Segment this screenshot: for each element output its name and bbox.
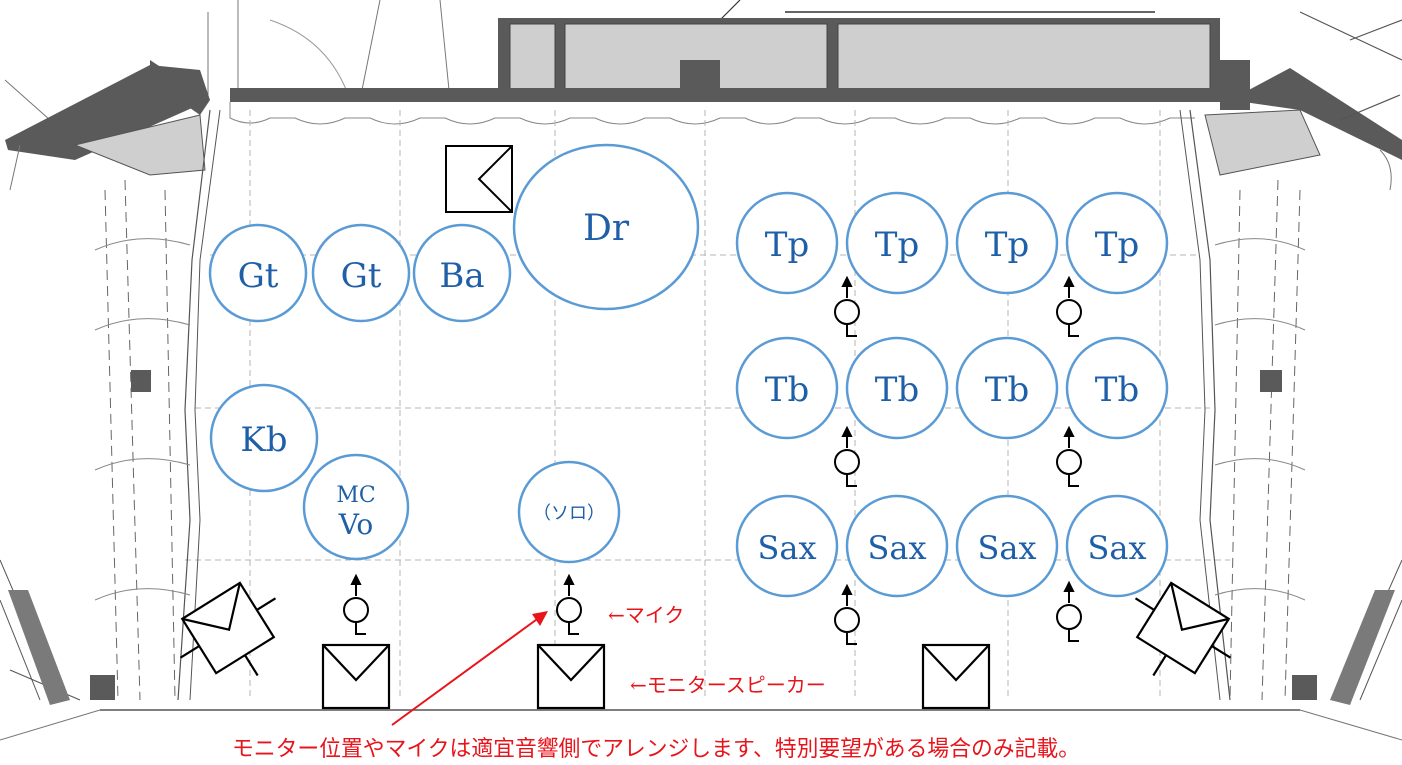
mic-icon	[834, 425, 860, 487]
mic-icon	[1056, 580, 1082, 642]
performer-mc-vo: MC Vo	[302, 453, 410, 561]
performer-tb-3: Tb	[955, 336, 1059, 440]
performer-label: Dr	[583, 208, 630, 249]
mic-icon	[1056, 275, 1082, 337]
mic-icon	[556, 573, 582, 635]
performer-label: MC	[336, 483, 375, 508]
venue-architecture	[0, 0, 1402, 741]
side-fill-speaker-icon	[1134, 581, 1232, 677]
performer-label: （ソロ）	[533, 503, 605, 524]
performer-label: Sax	[1087, 529, 1146, 567]
drum-monitor-speaker-icon	[445, 145, 513, 213]
monitor-speaker-icon	[921, 643, 991, 710]
performer-kb: Kb	[209, 383, 319, 493]
performer-label: Sax	[757, 529, 816, 567]
mic-icon	[343, 573, 369, 635]
performer-sax-4: Sax	[1065, 494, 1169, 598]
performer-label: Sax	[867, 529, 926, 567]
performer-sax-1: Sax	[735, 494, 839, 598]
mic-annotation: ←マイク	[608, 603, 684, 627]
performer-tb-2: Tb	[845, 336, 949, 440]
annotation-arrow	[391, 611, 548, 726]
performer-solo: （ソロ）	[517, 460, 621, 564]
monitor-speaker-icon	[321, 643, 391, 710]
performer-gt-2: Gt	[311, 223, 411, 323]
performer-label: Tp	[875, 225, 919, 265]
side-fill-speaker-icon	[179, 581, 277, 677]
performer-ba: Ba	[412, 223, 512, 323]
performer-tp-2: Tp	[845, 191, 949, 295]
performer-label: Tb	[1095, 370, 1139, 410]
performer-label: Gt	[238, 256, 279, 296]
performer-label: Tb	[985, 370, 1029, 410]
performer-sax-3: Sax	[955, 494, 1059, 598]
mic-icon	[1056, 425, 1082, 487]
performer-tp-3: Tp	[955, 191, 1059, 295]
performer-label: Tp	[765, 225, 809, 265]
performer-gt-1: Gt	[208, 223, 308, 323]
performer-label: Tp	[1095, 225, 1139, 265]
performer-tb-1: Tb	[735, 336, 839, 440]
performer-dr: Dr	[512, 143, 700, 311]
mic-icon	[834, 583, 860, 645]
performer-label: Tb	[875, 370, 919, 410]
performer-label-2: Vo	[338, 508, 374, 541]
performer-label: Kb	[240, 420, 287, 460]
performer-label: Tb	[765, 370, 809, 410]
performer-sax-2: Sax	[845, 494, 949, 598]
monitor-annotation: ←モニタースピーカー	[630, 673, 826, 697]
monitor-speaker-icons	[179, 581, 1232, 710]
performer-label: Gt	[341, 256, 382, 296]
performer-label: Ba	[439, 256, 484, 296]
performer-label: Tp	[985, 225, 1029, 265]
performer-tp-4: Tp	[1065, 191, 1169, 295]
mic-icon	[834, 275, 860, 337]
performer-tp-1: Tp	[735, 191, 839, 295]
performer-tb-4: Tb	[1065, 336, 1169, 440]
performer-label: Sax	[977, 529, 1036, 567]
monitor-speaker-icon	[536, 643, 606, 710]
mic-icons	[343, 275, 1082, 645]
footer-note: モニター位置やマイクは適宜音響側でアレンジします、特別要望がある場合のみ記載。	[232, 737, 1080, 762]
